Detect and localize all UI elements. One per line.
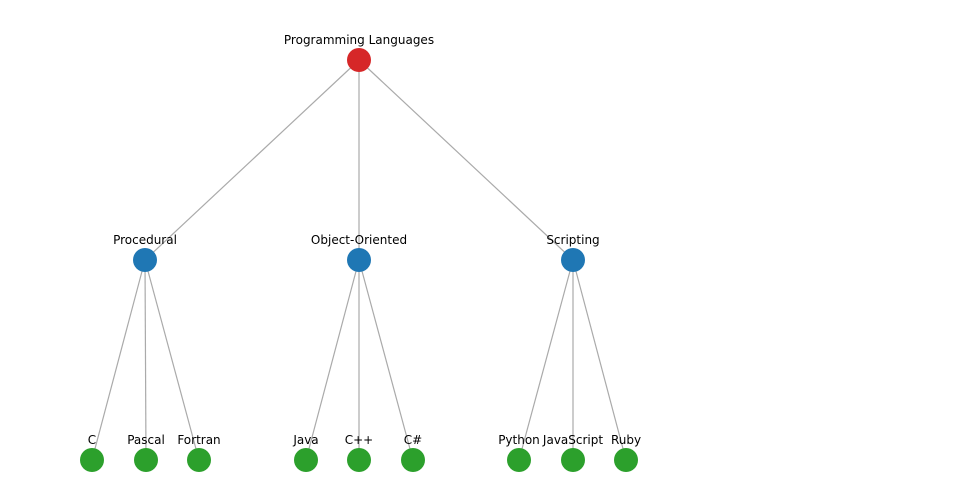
tree-node-leaf — [561, 448, 585, 472]
node-label: Fortran — [177, 433, 220, 447]
tree-node-leaf — [134, 448, 158, 472]
node-label: Procedural — [113, 233, 177, 247]
tree-node-category — [347, 248, 371, 272]
tree-edge — [144, 259, 147, 461]
node-label: Python — [498, 433, 540, 447]
tree-node-root — [347, 48, 371, 72]
tree-edge — [572, 259, 627, 461]
node-label: Pascal — [127, 433, 165, 447]
tree-node-leaf — [187, 448, 211, 472]
tree-node-leaf — [80, 448, 104, 472]
tree-edge — [518, 259, 574, 461]
tree-node-leaf — [294, 448, 318, 472]
node-label: Java — [292, 433, 318, 447]
edges-layer — [91, 59, 627, 461]
tree-edge — [144, 259, 200, 461]
node-label: Ruby — [611, 433, 641, 447]
tree-node-leaf — [614, 448, 638, 472]
tree-edge — [358, 59, 574, 261]
node-label: C++ — [345, 433, 374, 447]
tree-node-leaf — [507, 448, 531, 472]
tree-node-category — [133, 248, 157, 272]
tree-node-leaf — [347, 448, 371, 472]
tree-node-category — [561, 248, 585, 272]
tree-edge — [358, 259, 414, 461]
node-label: C# — [404, 433, 422, 447]
tree-edge — [144, 59, 360, 261]
node-label: Scripting — [546, 233, 599, 247]
node-label: C — [88, 433, 96, 447]
node-label: Object-Oriented — [311, 233, 407, 247]
node-label: JavaScript — [542, 433, 603, 447]
tree-node-leaf — [401, 448, 425, 472]
tree-edge — [91, 259, 146, 461]
node-label: Programming Languages — [284, 33, 434, 47]
nodes-layer — [80, 48, 638, 472]
tree-edge — [305, 259, 360, 461]
